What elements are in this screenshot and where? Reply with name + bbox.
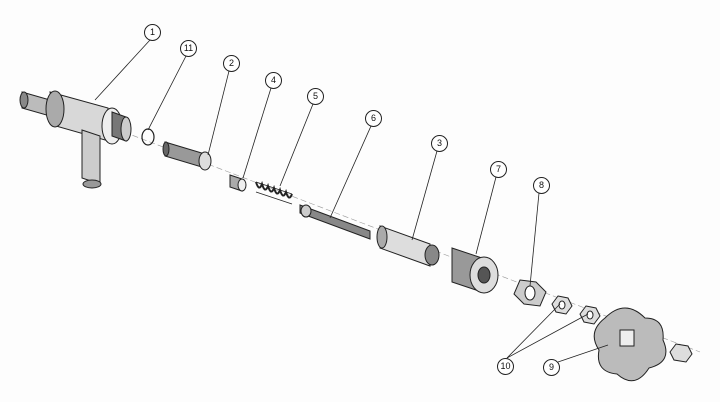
part-5-spring [255,180,293,205]
part-10-small-nuts [551,295,601,325]
part-9-star-knob [593,307,667,382]
leader-lines [94,39,609,363]
part-11-o-ring [141,128,155,146]
callout-7: 7 [490,161,507,178]
callout-9: 9 [543,359,560,376]
callout-8: 8 [533,177,550,194]
callout-5: 5 [307,88,324,105]
part-2-stem [162,141,212,171]
callout-10: 10 [497,358,514,375]
callout-1: 1 [144,24,161,41]
center-axis [39,99,701,353]
callout-3: 3 [431,135,448,152]
end-nut [669,343,693,363]
callout-6: 6 [365,110,382,127]
part-7-knurled-nut [451,247,499,294]
part-3-sleeve [376,225,440,267]
callout-11: 11 [180,40,197,57]
part-4-bushing [229,174,247,192]
part-1-tee-body [19,90,132,189]
callout-4: 4 [265,72,282,89]
callout-2: 2 [223,55,240,72]
part-6-threaded-rod [299,204,371,240]
